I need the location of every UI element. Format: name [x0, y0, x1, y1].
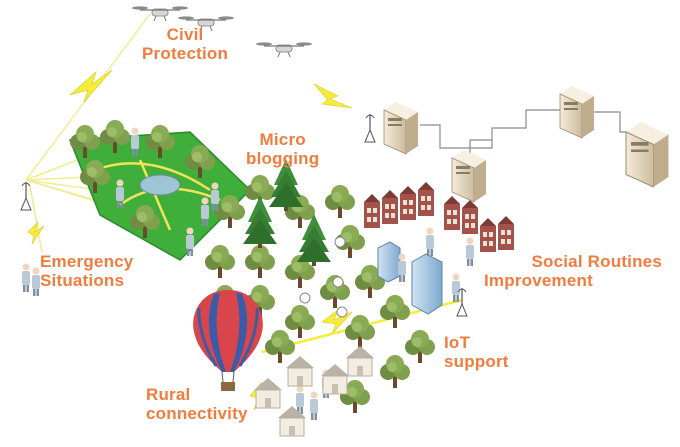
- label-social-routines-improvement: Social Routines Improvement: [484, 252, 662, 290]
- label-line: Situations: [40, 271, 125, 290]
- hot-air-balloon-icon: [193, 290, 263, 391]
- label-line: Social Routines: [531, 252, 662, 271]
- label-rural-connectivity: Rural connectivity: [146, 385, 248, 423]
- label-line: connectivity: [146, 404, 248, 423]
- label-line: Civil: [166, 25, 204, 44]
- wired-network: [420, 109, 636, 160]
- label-line: Improvement: [484, 271, 593, 290]
- label-line: blogging: [246, 149, 320, 168]
- label-line: support: [444, 352, 509, 371]
- label-line: Emergency: [40, 252, 134, 271]
- label-civil-protection: Civil Protection: [142, 25, 228, 63]
- label-micro-blogging: Micro blogging: [246, 130, 319, 168]
- label-iot-support: IoT support: [444, 333, 509, 371]
- label-line: IoT: [444, 333, 471, 352]
- label-emergency-situations: Emergency Situations: [40, 252, 133, 290]
- label-line: Rural: [146, 385, 191, 404]
- skyscraper-icon: [377, 241, 443, 315]
- label-line: Micro: [259, 130, 306, 149]
- sensor-node-icon: [299, 236, 348, 318]
- town-houses: [364, 182, 514, 252]
- label-line: Protection: [142, 44, 229, 63]
